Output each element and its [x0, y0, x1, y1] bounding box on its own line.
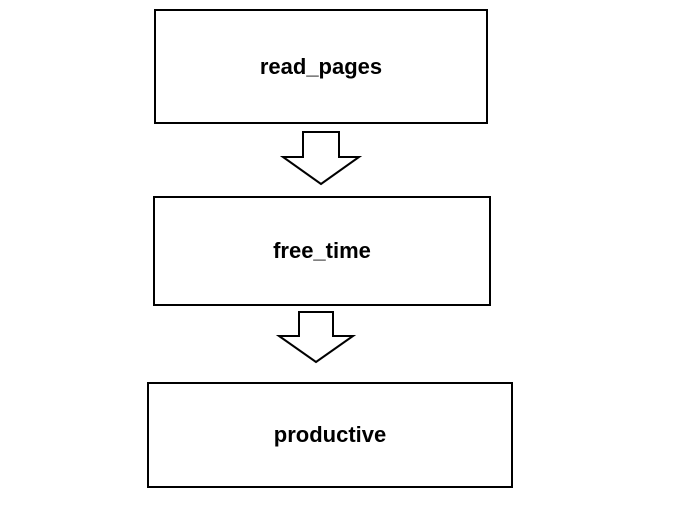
node-label: free_time — [273, 238, 371, 263]
node-label: read_pages — [259, 53, 383, 79]
down-arrow-icon — [279, 131, 363, 186]
node-productive: productive — [147, 382, 513, 488]
node-label: productive — [273, 422, 387, 447]
node-free-time: free_time — [153, 196, 491, 306]
node-read-pages: read_pages — [154, 9, 488, 124]
down-arrow-icon — [275, 311, 357, 364]
